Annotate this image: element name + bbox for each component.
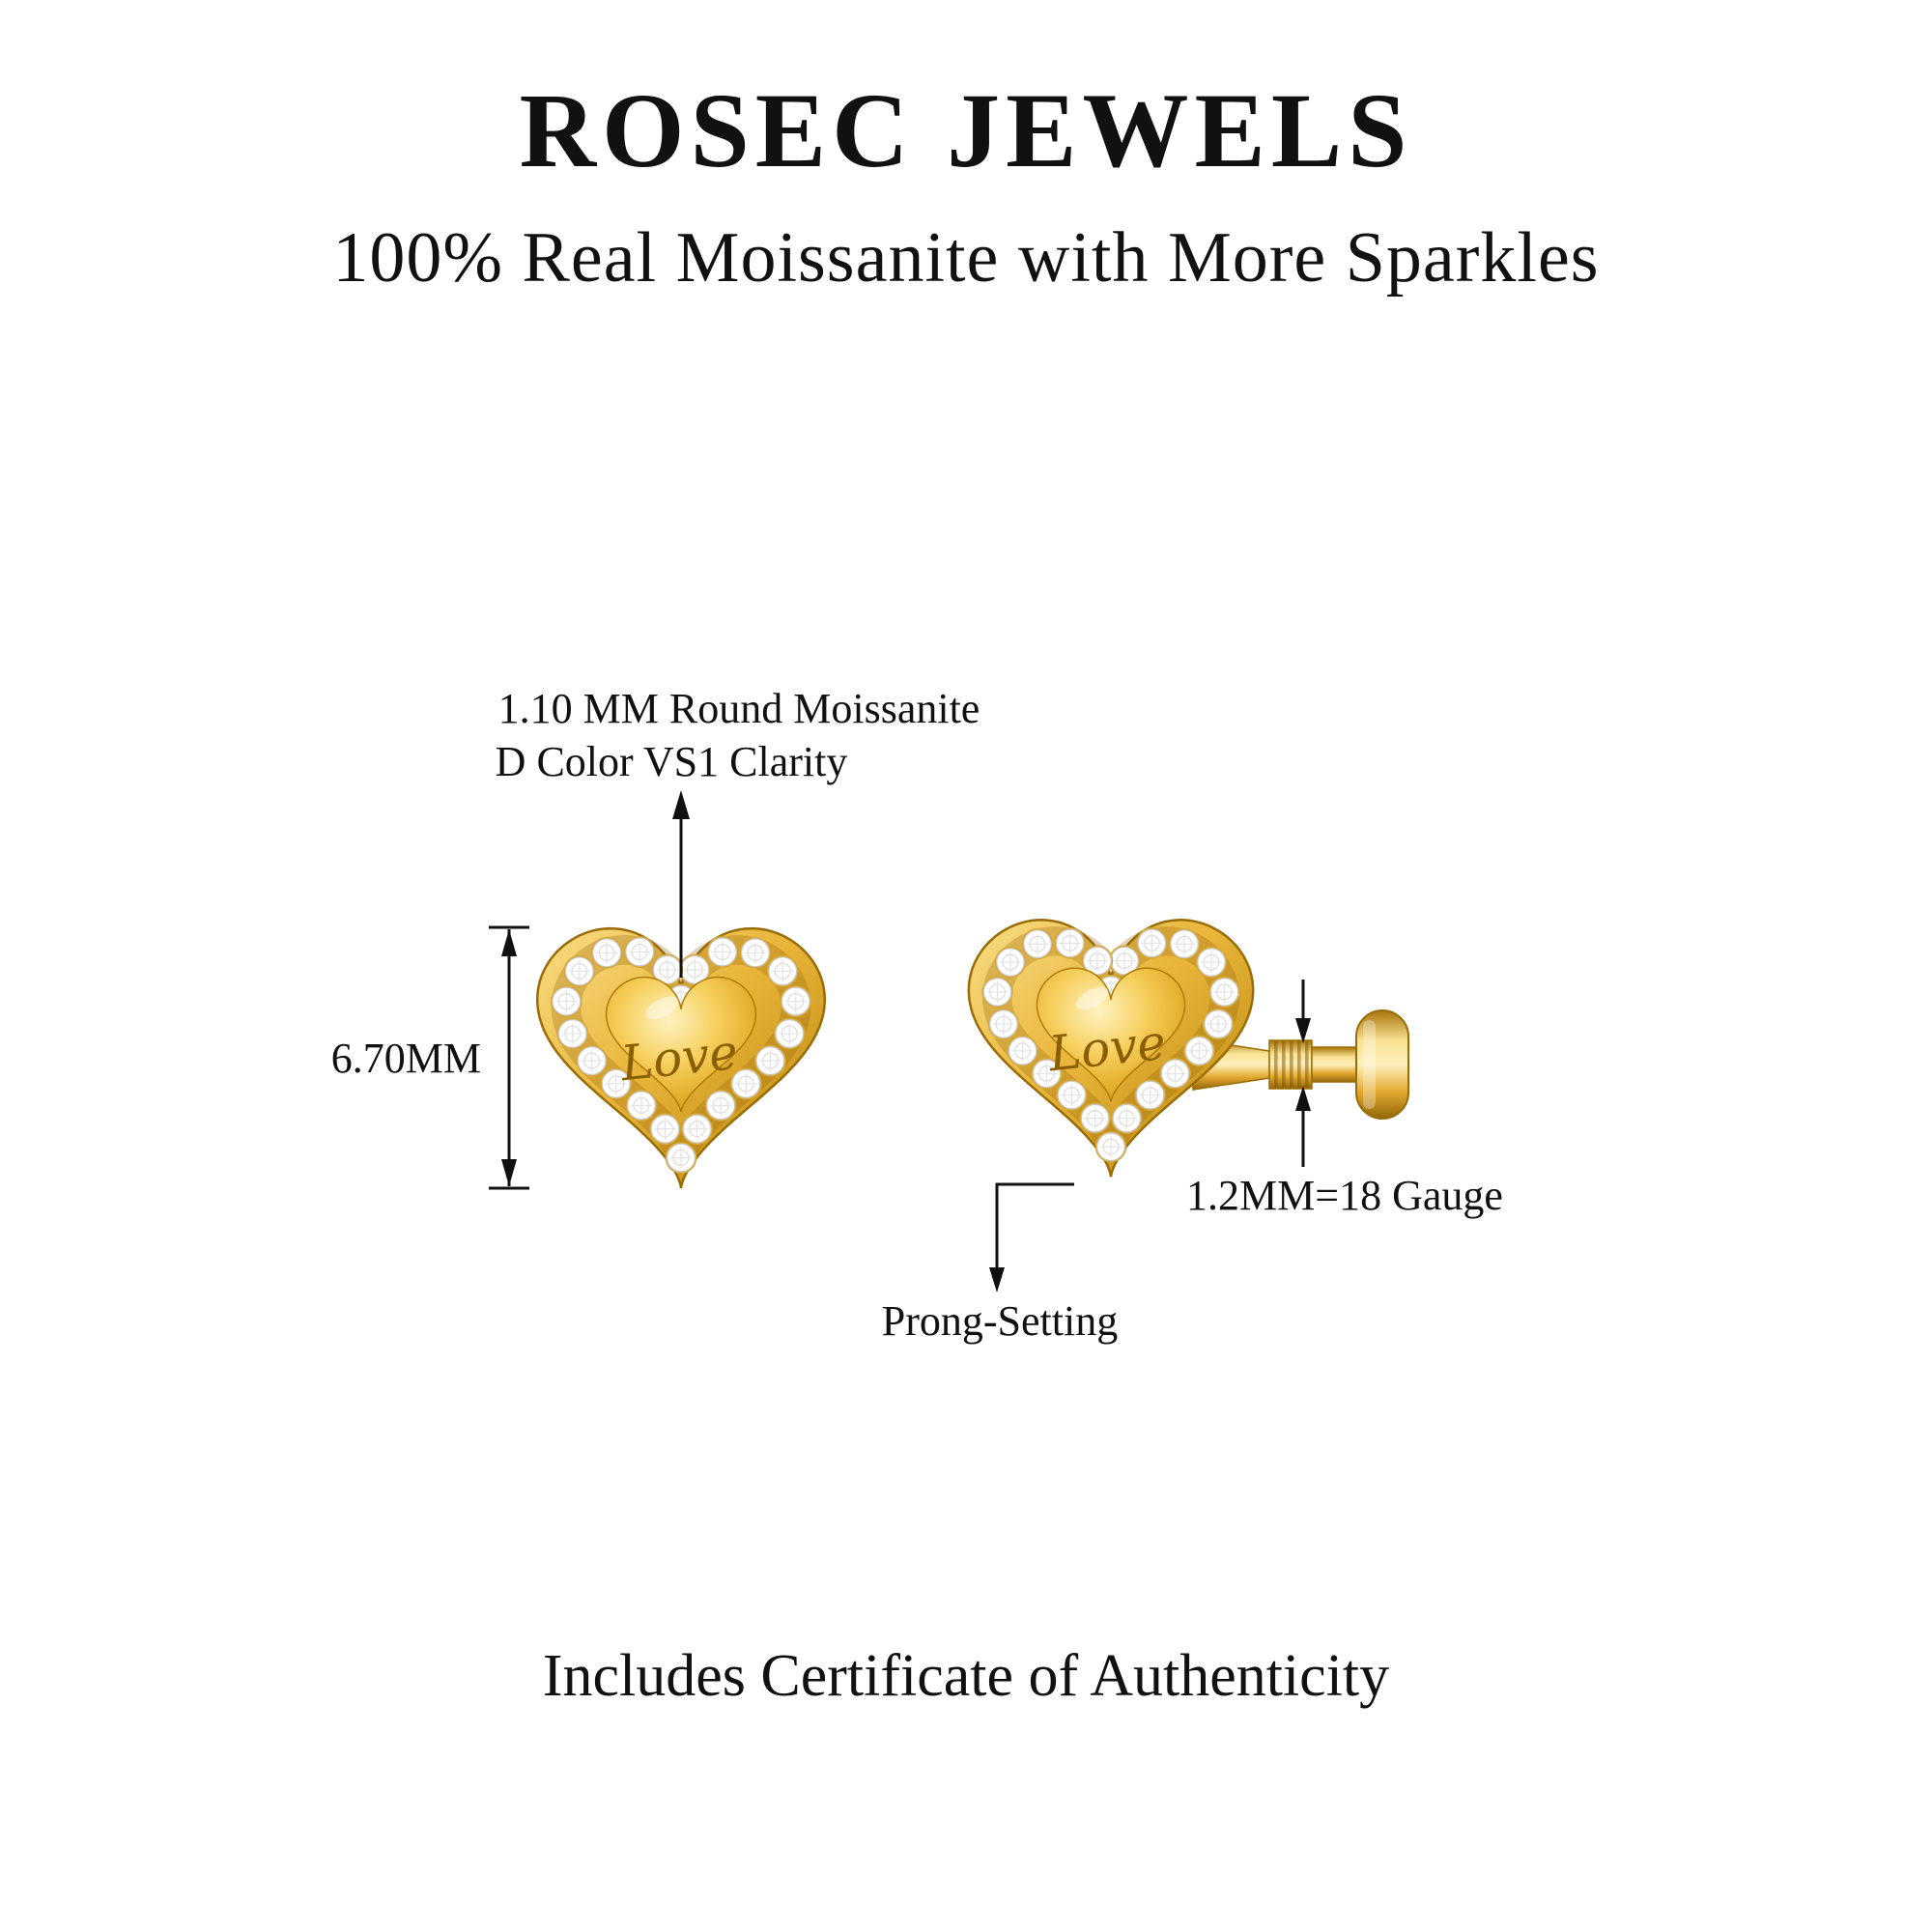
- engravings: Love Love: [617, 1014, 1169, 1092]
- annotation-post-gauge: 1.2MM=18 Gauge: [1186, 980, 1503, 1219]
- halo-stone: [1168, 927, 1201, 960]
- halo-stone: [1056, 1079, 1088, 1111]
- annotation-prong-setting: Prong-Setting: [882, 1182, 1118, 1345]
- certificate-note: Includes Certificate of Authenticity: [542, 1643, 1390, 1709]
- brand-title: ROSEC JEWELS: [519, 71, 1413, 189]
- halo-stone: [649, 1113, 681, 1146]
- halo-stone: [550, 985, 582, 1017]
- halo-stone: [753, 1044, 786, 1077]
- halo-stone: [563, 954, 596, 987]
- halo-stone: [1195, 946, 1228, 979]
- engraving-love-side: Love: [1045, 1014, 1169, 1082]
- annotation-height-dimension: 6.70MM: [331, 925, 529, 1190]
- heart-highlight: [1075, 986, 1109, 1010]
- dimension-arrow-down: [501, 1159, 517, 1186]
- puffed-heart-center: [605, 976, 757, 1113]
- flat-back-disc: [1355, 1009, 1409, 1120]
- halo-stone: [773, 1017, 806, 1050]
- prong-setting-label: Prong-Setting: [882, 1297, 1118, 1345]
- halo-stone: [1111, 1102, 1143, 1134]
- halo-stone: [590, 936, 623, 969]
- halo-stone: [1007, 1035, 1038, 1067]
- stone-spec-line2: D Color VS1 Clarity: [496, 738, 848, 785]
- halo-stone: [706, 936, 739, 968]
- halo-stone: [729, 1067, 762, 1100]
- gauge-label: 1.2MM=18 Gauge: [1186, 1172, 1503, 1219]
- gauge-arrow-down: [1295, 1018, 1311, 1043]
- earring-front-view: [535, 926, 827, 1189]
- thread-ridge: [1297, 1041, 1301, 1088]
- halo-stone: [1094, 1130, 1127, 1163]
- disc-highlight: [1363, 1020, 1376, 1109]
- halo-stone: [1134, 1079, 1166, 1111]
- halo-stone: [576, 1044, 609, 1077]
- earring-side-view: [967, 919, 1409, 1178]
- halo-stone: [1208, 976, 1240, 1009]
- halo-stone: [780, 985, 812, 1017]
- halo-stone: [678, 953, 711, 986]
- halo-stone: [704, 1089, 737, 1122]
- gauge-arrow-up: [1295, 1086, 1311, 1111]
- height-dimension-label: 6.70MM: [331, 1035, 481, 1082]
- halo-stone: [600, 1067, 633, 1100]
- halo-stone: [681, 1113, 713, 1146]
- halo-stone: [981, 976, 1013, 1009]
- thread-ridge: [1282, 1041, 1286, 1088]
- annotation-stone-spec: 1.10 MM Round Moissanite D Color VS1 Cla…: [496, 685, 980, 978]
- halo-stone: [625, 1089, 658, 1122]
- prong-leader-line: [995, 1182, 1074, 1271]
- halo-stone: [651, 953, 684, 986]
- halo-stone: [1054, 927, 1086, 959]
- halo-stone: [1136, 927, 1168, 959]
- halo-stone: [1081, 945, 1114, 977]
- post-bar: [1311, 1046, 1359, 1083]
- heart-highlight: [645, 996, 679, 1020]
- halo-stone: [987, 1008, 1020, 1040]
- halo-stone: [1183, 1035, 1215, 1067]
- halo-stone: [1108, 945, 1141, 977]
- thread-ridge: [1290, 1041, 1293, 1088]
- halo-stone: [1079, 1102, 1111, 1134]
- thread-ridge: [1274, 1041, 1278, 1088]
- stone-callout-arrowhead: [672, 790, 690, 819]
- halo-stone: [739, 936, 772, 969]
- halo-stone: [665, 1142, 697, 1174]
- halo-stone: [1202, 1008, 1235, 1040]
- dimension-arrow-up: [501, 929, 517, 956]
- halo-stone: [1031, 1058, 1063, 1090]
- halo-stone: [994, 946, 1027, 979]
- halo-stone: [1021, 927, 1054, 960]
- thread-ridge: [1305, 1041, 1309, 1088]
- stone-spec-line1: 1.10 MM Round Moissanite: [498, 685, 980, 732]
- halo-stone: [1159, 1058, 1191, 1090]
- halo-stone: [623, 936, 656, 968]
- halo-stone: [556, 1017, 589, 1050]
- tagline: 100% Real Moissanite with More Sparkles: [332, 218, 1600, 298]
- engraving-love-front: Love: [617, 1024, 741, 1092]
- prong-arrowhead: [989, 1267, 1005, 1293]
- puffed-heart-center: [1036, 967, 1186, 1102]
- halo-stone: [766, 954, 799, 987]
